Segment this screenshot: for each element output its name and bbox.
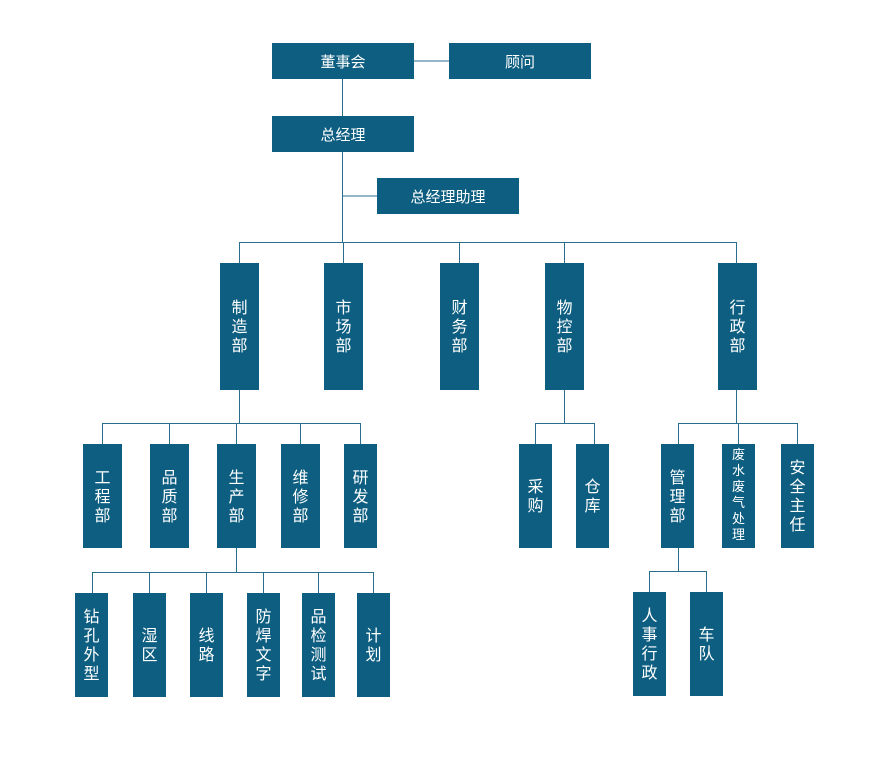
solder-mask-text-label: 防焊文字 (255, 607, 272, 683)
gm-node: 总经理 (272, 116, 414, 152)
rnd-label: 研发部 (352, 467, 369, 525)
qc-test-label: 品检测试 (310, 607, 327, 683)
warehouse-node: 仓库 (576, 444, 609, 548)
purchasing-node: 采购 (519, 444, 552, 548)
circuit-label: 线路 (198, 626, 215, 664)
solder-mask-text-node: 防焊文字 (247, 593, 280, 697)
marketing-label: 市场部 (335, 298, 352, 355)
material-control-label: 物控部 (556, 298, 573, 355)
maintenance-node: 维修部 (281, 444, 320, 548)
warehouse-label: 仓库 (584, 477, 601, 515)
circuit-node: 线路 (190, 593, 223, 697)
board-label: 董事会 (320, 52, 366, 71)
rnd-node: 研发部 (344, 444, 377, 548)
fleet-label: 车队 (698, 625, 715, 663)
waste-treatment-label: 废水废气处理 (731, 448, 745, 543)
hr-admin-node: 人事行政 (633, 592, 666, 696)
fleet-node: 车队 (690, 592, 723, 696)
marketing-node: 市场部 (324, 263, 363, 390)
management-node: 管理部 (661, 444, 694, 548)
gm-assistant-node: 总经理助理 (377, 178, 519, 214)
qc-test-node: 品检测试 (302, 593, 335, 697)
manufacturing-label: 制造部 (231, 298, 248, 355)
advisor-label: 顾问 (504, 52, 535, 71)
board-node: 董事会 (272, 43, 414, 79)
waste-treatment-node: 废水废气处理 (722, 444, 755, 548)
production-node: 生产部 (217, 444, 256, 548)
material-control-node: 物控部 (545, 263, 584, 390)
wet-area-node: 湿区 (133, 593, 166, 697)
purchasing-label: 采购 (527, 477, 544, 515)
administration-node: 行政部 (718, 263, 757, 390)
maintenance-label: 维修部 (292, 467, 309, 525)
gm-assistant-label: 总经理助理 (410, 187, 486, 206)
planning-label: 计划 (365, 626, 382, 664)
manufacturing-node: 制造部 (220, 263, 259, 390)
safety-officer-label: 安全主任 (789, 458, 806, 534)
finance-node: 财务部 (440, 263, 479, 390)
hr-admin-label: 人事行政 (641, 606, 658, 682)
wet-area-label: 湿区 (141, 626, 158, 664)
engineering-label: 工程部 (94, 467, 111, 525)
safety-officer-node: 安全主任 (781, 444, 814, 548)
quality-label: 品质部 (161, 467, 178, 525)
administration-label: 行政部 (729, 298, 746, 355)
drilling-profile-label: 钻孔外型 (83, 607, 100, 683)
advisor-node: 顾问 (449, 43, 591, 79)
management-label: 管理部 (669, 467, 686, 525)
engineering-node: 工程部 (83, 444, 122, 548)
production-label: 生产部 (228, 467, 245, 525)
quality-node: 品质部 (150, 444, 189, 548)
planning-node: 计划 (357, 593, 390, 697)
gm-label: 总经理 (320, 125, 366, 144)
drilling-profile-node: 钻孔外型 (75, 593, 108, 697)
finance-label: 财务部 (451, 298, 468, 355)
